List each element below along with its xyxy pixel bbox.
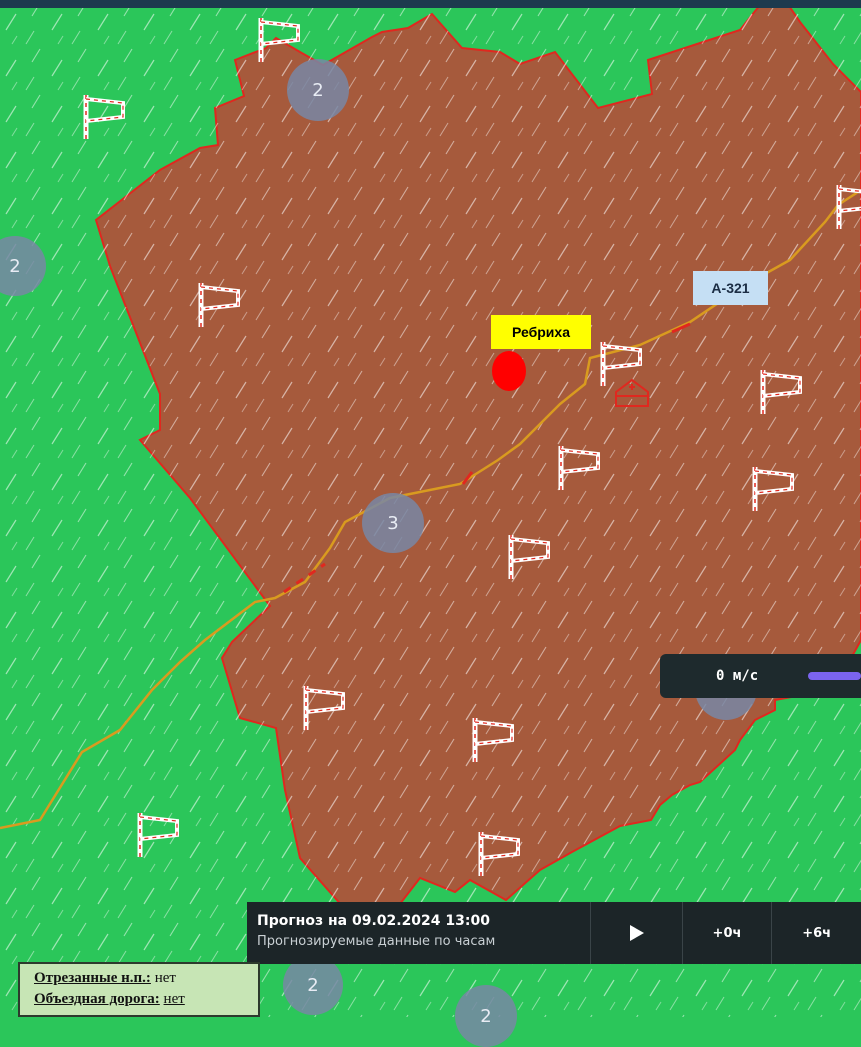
top-bar xyxy=(0,0,861,8)
flag-icon[interactable] xyxy=(508,535,550,579)
detour-label: Объездная дорога: xyxy=(34,991,160,1007)
settlement-label: Ребриха xyxy=(491,315,591,349)
cluster-marker[interactable]: 3 xyxy=(362,493,424,553)
flag-icon[interactable] xyxy=(303,686,345,730)
play-icon xyxy=(630,925,645,941)
forecast-panel: Прогноз на 09.02.2024 13:00 Прогнозируем… xyxy=(247,902,861,964)
settlement-dot[interactable] xyxy=(492,351,526,391)
road-break xyxy=(671,322,691,334)
flag-icon[interactable] xyxy=(752,467,794,511)
cut-off-value: нет xyxy=(154,970,176,986)
flag-icon[interactable] xyxy=(558,446,600,490)
cut-off-row: Отрезанные н.п.: нет xyxy=(34,968,258,989)
map-canvas[interactable] xyxy=(0,0,861,1017)
flag-icon[interactable] xyxy=(198,283,240,327)
wind-panel: 0 м/с xyxy=(660,654,861,698)
cut-off-label: Отрезанные н.п.: xyxy=(34,970,151,986)
road-label: А-321 xyxy=(693,271,768,305)
detour-value: нет xyxy=(163,991,185,1007)
flag-layer xyxy=(83,18,861,876)
flag-icon[interactable] xyxy=(83,95,125,139)
flag-icon[interactable] xyxy=(478,832,520,876)
rain-overlay xyxy=(0,0,861,1017)
flag-icon[interactable] xyxy=(258,18,300,62)
house-icon[interactable] xyxy=(615,378,649,407)
detour-row: Объездная дорога: нет xyxy=(34,989,258,1010)
step-plus-6-button[interactable]: +6ч xyxy=(771,902,861,964)
cluster-marker[interactable]: 2 xyxy=(283,955,343,1015)
forecast-text: Прогноз на 09.02.2024 13:00 Прогнозируем… xyxy=(247,902,590,964)
flag-icon[interactable] xyxy=(600,342,642,386)
forecast-title: Прогноз на 09.02.2024 13:00 xyxy=(257,913,490,929)
flag-icon[interactable] xyxy=(137,813,179,857)
cluster-marker[interactable]: 2 xyxy=(287,59,349,121)
play-button[interactable] xyxy=(590,902,682,964)
cluster-marker[interactable]: 2 xyxy=(455,985,517,1047)
forecast-subtitle: Прогнозируемые данные по часам xyxy=(257,934,496,949)
flag-icon[interactable] xyxy=(472,718,514,762)
road-break xyxy=(461,471,474,485)
flag-icon[interactable] xyxy=(836,185,861,229)
step-plus-0-button[interactable]: +0ч xyxy=(681,902,772,964)
wind-speed-value: 0 м/с xyxy=(716,668,759,684)
info-box: Отрезанные н.п.: нет Объездная дорога: н… xyxy=(18,962,260,1017)
flag-icon[interactable] xyxy=(760,370,802,414)
wind-scale-bar xyxy=(807,672,861,680)
